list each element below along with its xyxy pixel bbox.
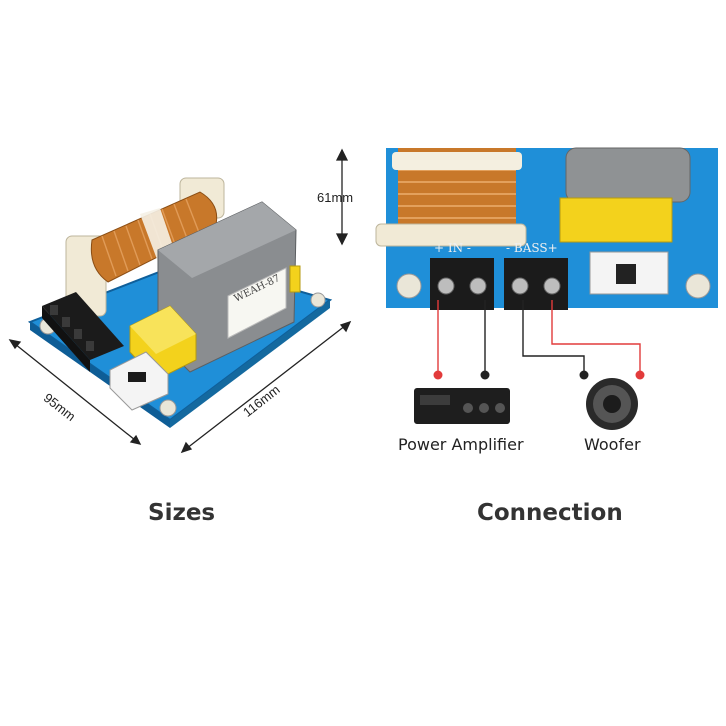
- dimension-height-label: 61mm: [317, 190, 354, 205]
- caption-sizes: Sizes: [148, 500, 216, 526]
- selector-switch: [109, 351, 169, 411]
- woofer-label: Woofer: [584, 435, 641, 454]
- terminal-block-left: [42, 292, 124, 372]
- dimension-arrow-height: [335, 148, 349, 246]
- capacitor-closeup: [559, 197, 673, 243]
- amplifier-icon: [414, 388, 510, 424]
- wire-bass-negative: [522, 300, 585, 378]
- board-edge-right: [170, 300, 330, 428]
- woofer-icon: [586, 378, 638, 430]
- terminal-bass-label: - BASS+: [506, 241, 558, 255]
- terminal-in-label: + IN -: [434, 241, 471, 255]
- terminal-in: [430, 258, 494, 310]
- wire-bass-positive: [551, 300, 641, 378]
- dimension-arrow-width: [180, 320, 352, 454]
- caption-connection: Connection: [477, 500, 623, 526]
- amplifier-label: Power Amplifier: [398, 435, 524, 454]
- terminal-bass: [504, 258, 568, 310]
- dimension-arrow-depth: [8, 339, 142, 445]
